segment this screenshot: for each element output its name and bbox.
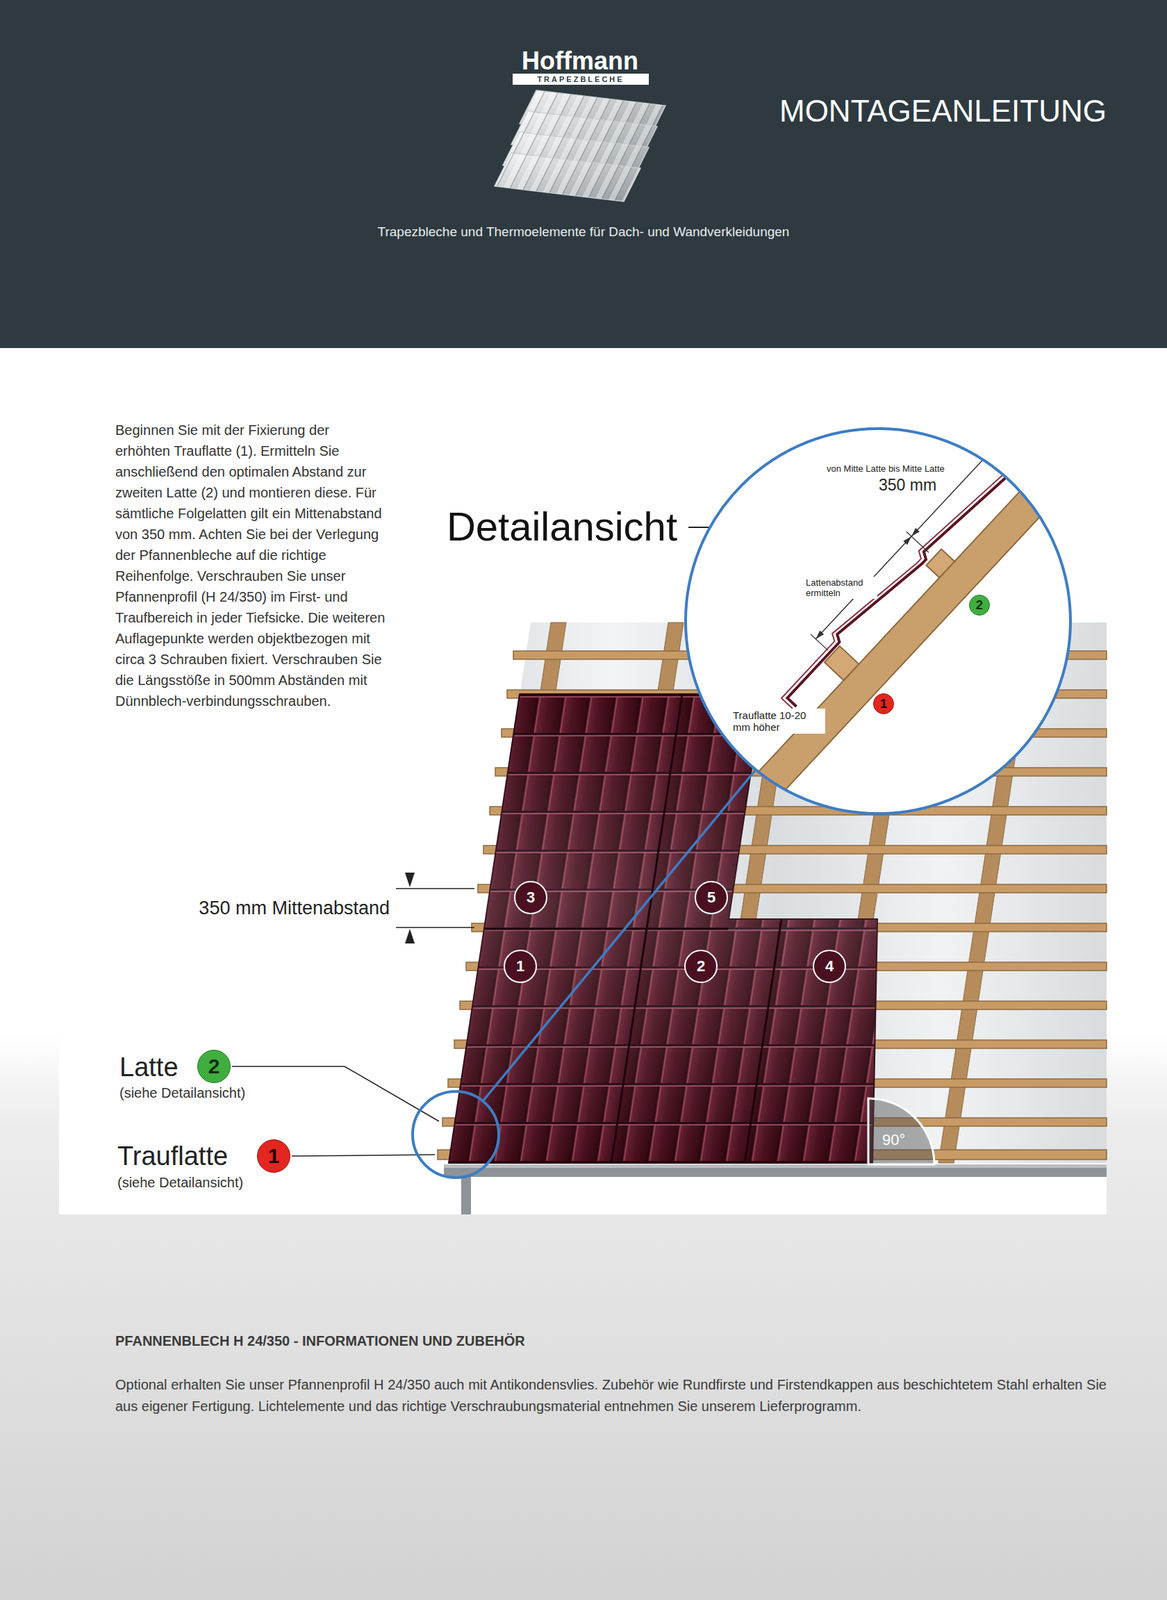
white-panel xyxy=(59,348,1107,1215)
part-label: Latte xyxy=(119,1051,179,1083)
angle-label: 90° xyxy=(882,1130,906,1149)
document-title: MONTAGEANLEITUNG xyxy=(694,93,1107,130)
callout-number: 5 xyxy=(707,889,716,906)
sheet-overlap xyxy=(484,928,728,931)
logo-sheet xyxy=(494,152,641,202)
detail-circle: von Mitte Latte bis Mitte Latte350 mm Lat… xyxy=(684,427,1072,815)
detail-rafter xyxy=(690,418,1113,867)
dimension-line xyxy=(395,887,475,890)
callout-number: 2 xyxy=(975,598,983,612)
sheet-number: 2 xyxy=(684,949,718,983)
sheet-number: 1 xyxy=(503,949,537,983)
eave-board-edge xyxy=(443,1164,1107,1168)
callout-number: 1 xyxy=(516,958,525,974)
detail-heading: Detailansicht xyxy=(389,502,678,551)
detail-arrow xyxy=(813,630,824,642)
detail-batten xyxy=(925,548,955,578)
dimension-value: 350 mm xyxy=(876,475,939,496)
callout-circle: 2 xyxy=(197,1049,231,1083)
sheet-number: 4 xyxy=(812,949,847,983)
leader-line xyxy=(291,1154,435,1156)
post xyxy=(461,1176,471,1215)
part-note: Trauflatte 10-20 mm höher xyxy=(730,708,826,734)
part-note: (siehe Detailansicht) xyxy=(117,1173,244,1191)
callout-number: 1 xyxy=(880,697,888,710)
part-label: Trauflatte xyxy=(117,1140,228,1172)
dimension-label: 350 mm Mittenabstand xyxy=(166,896,390,920)
detail-drawing xyxy=(649,379,1112,867)
logo-strip xyxy=(512,73,649,85)
logo-sheet-ribs xyxy=(494,152,641,202)
company-tagline: Trapezbleche und Thermoelemente für Dach… xyxy=(236,223,931,241)
detail-extension xyxy=(906,531,929,553)
eave-board xyxy=(443,1164,1107,1177)
callout-circle: 1 xyxy=(873,693,895,715)
callout-number: 3 xyxy=(526,889,535,906)
callout-number: 2 xyxy=(208,1055,221,1077)
dimension-note: von Mitte Latte bis Mitte Latte xyxy=(824,462,947,475)
instruction-text: Beginnen Sie mit der Fixierung der erhöh… xyxy=(115,419,387,712)
dimension-arrow xyxy=(404,928,415,944)
dimension-line xyxy=(395,926,475,929)
dimension-note: Lattenabstand ermitteln xyxy=(803,576,878,599)
angle-sector xyxy=(868,1098,935,1165)
callout-number: 4 xyxy=(825,958,834,974)
callout-number: 2 xyxy=(696,958,706,974)
header-band: HoffmannTRAPEZBLECHE MONTAGEANLEITUNG Trap… xyxy=(0,0,1167,349)
callout-circle: 1 xyxy=(257,1139,291,1173)
detail-sheet xyxy=(782,393,1081,710)
section-text: Optional erhalten Sie unser Pfannenprofi… xyxy=(115,1374,1107,1418)
leader-line xyxy=(232,1066,440,1122)
detail-dimension xyxy=(815,425,1015,640)
dimension-arrow xyxy=(404,872,415,888)
sheet-number: 5 xyxy=(694,880,728,915)
callout-number: 1 xyxy=(268,1145,280,1167)
header-ground xyxy=(0,0,1167,349)
detail-sheet-edge xyxy=(776,390,1078,710)
sheet-seam xyxy=(744,919,782,1163)
magnifier-circle xyxy=(412,1091,499,1178)
sheet-number: 3 xyxy=(514,880,548,915)
section-heading: PFANNENBLECH H 24/350 - INFORMATIONEN UN… xyxy=(115,1331,1107,1350)
detail-arrow xyxy=(909,527,920,539)
brand-subline: TRAPEZBLECHE xyxy=(512,74,649,85)
brand-name: Hoffmann xyxy=(507,47,653,76)
detail-ground xyxy=(685,428,1071,814)
callout-circle: 2 xyxy=(969,594,990,616)
part-note: (siehe Detailansicht) xyxy=(119,1084,246,1102)
magnifier-line xyxy=(482,770,756,1102)
